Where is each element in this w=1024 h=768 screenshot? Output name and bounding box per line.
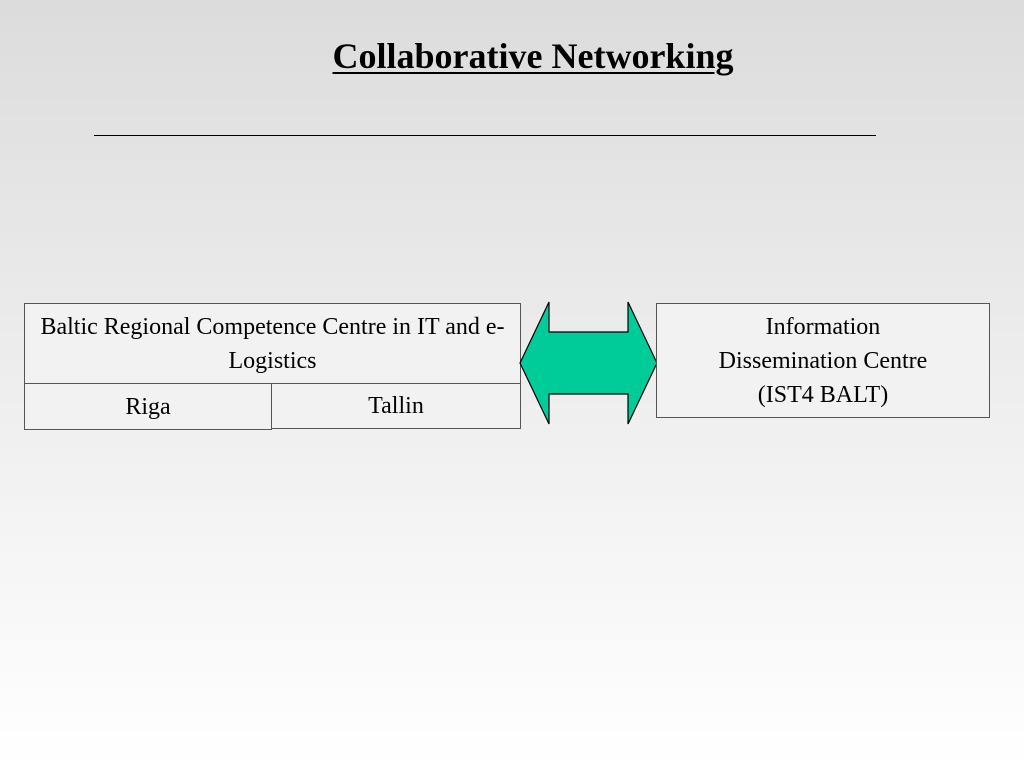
info-centre-box: Information Dissemination Centre (IST4 B…	[656, 303, 990, 418]
title-divider	[94, 135, 876, 136]
info-centre-line-1: Information	[765, 313, 881, 340]
tallin-label: Tallin	[368, 393, 424, 419]
riga-label: Riga	[125, 393, 171, 420]
double-arrow-connector	[519, 301, 658, 425]
main-centre-box: Baltic Regional Competence Centre in IT …	[24, 303, 521, 384]
slide-title: Collaborative Networking	[332, 36, 734, 76]
riga-box: Riga	[24, 383, 272, 430]
info-centre-line-2: Dissemination Centre	[718, 347, 928, 374]
double-arrow-icon	[519, 301, 658, 425]
main-centre-label: Baltic Regional Competence Centre in IT …	[40, 313, 505, 374]
info-centre-line-3: (IST4 BALT)	[757, 381, 889, 408]
tallin-box: Tallin	[271, 383, 521, 429]
